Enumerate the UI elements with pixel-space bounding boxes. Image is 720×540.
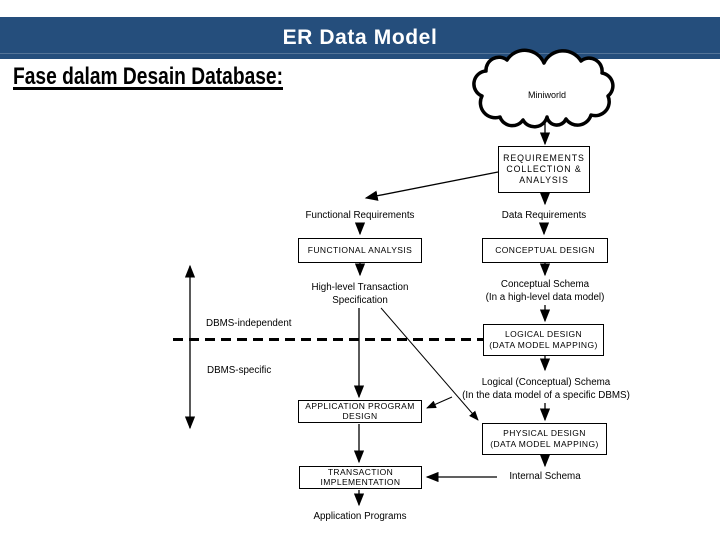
label-conceptual-schema: Conceptual Schema (In a high-level data …: [485, 279, 605, 303]
label-functional-requirements: Functional Requirements: [305, 210, 415, 221]
label-dbms-independent: DBMS-independent: [206, 318, 292, 329]
box-conceptual-design: CONCEPTUAL DESIGN: [482, 238, 608, 263]
miniworld-cloud-shape: [472, 48, 615, 129]
box-logical-design: LOGICAL DESIGN (DATA MODEL MAPPING): [483, 324, 604, 356]
box-requirements-collection-analysis: REQUIREMENTS COLLECTION & ANALYSIS: [498, 146, 590, 193]
line-transaction-spec-to-physical-design: [380, 307, 479, 421]
label-data-requirements: Data Requirements: [501, 210, 587, 221]
label-application-programs: Application Programs: [313, 511, 407, 522]
label-highlevel-transaction-specification: High-level Transaction Specification: [311, 282, 409, 306]
label-dbms-specific: DBMS-specific: [207, 365, 272, 376]
box-transaction-implementation: TRANSACTION IMPLEMENTATION: [299, 466, 422, 489]
slide-title: ER Data Model: [282, 26, 438, 49]
box-physical-design: PHYSICAL DESIGN (DATA MODEL MAPPING): [482, 423, 607, 455]
title-bar: ER Data Model: [0, 17, 720, 59]
label-logical-schema: Logical (Conceptual) Schema (In the data…: [462, 377, 630, 401]
slide-subtitle: Fase dalam Desain Database:: [13, 63, 283, 90]
box-functional-analysis: FUNCTIONAL ANALYSIS: [298, 238, 422, 263]
arrow-logical-schema-to-application-program-design: [426, 396, 453, 409]
arrow-requirements-to-functional-requirements: [364, 171, 499, 201]
label-internal-schema: Internal Schema: [509, 471, 581, 482]
box-application-program-design: APPLICATION PROGRAM DESIGN: [298, 400, 422, 423]
miniworld-label: Miniworld: [527, 90, 567, 100]
